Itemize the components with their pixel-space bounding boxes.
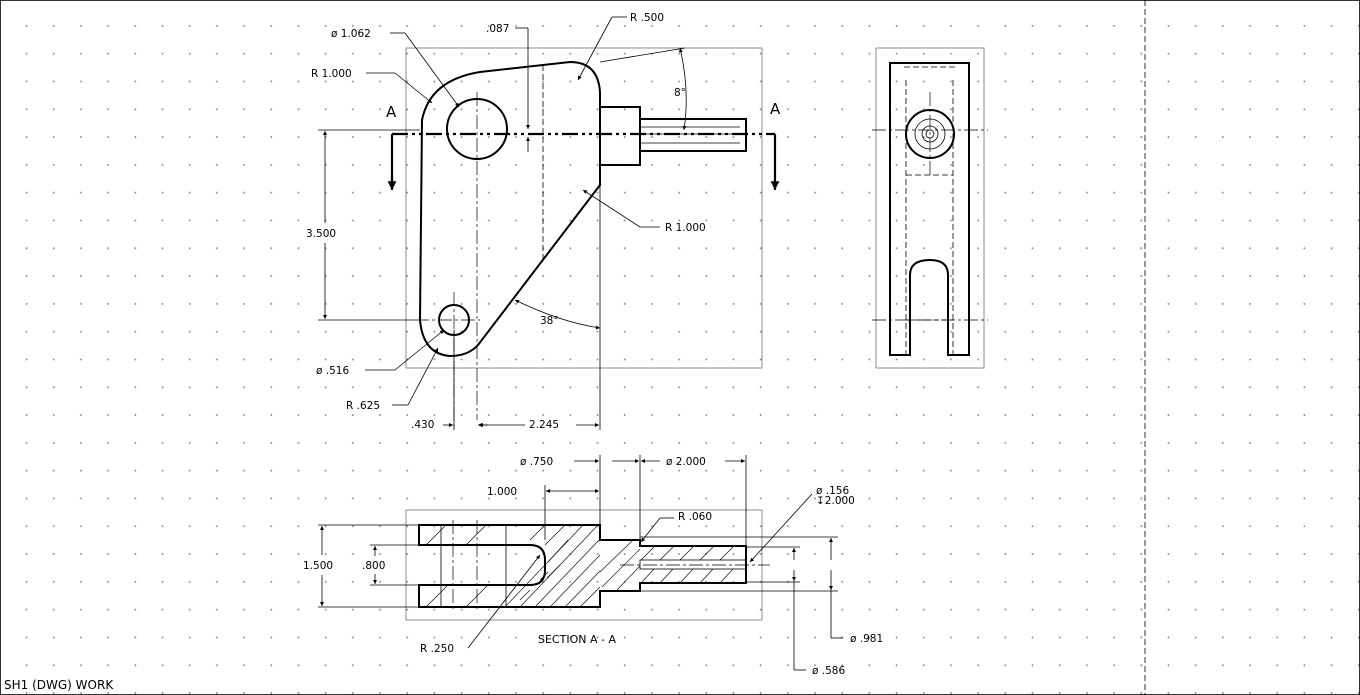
dim-087: .087 xyxy=(486,23,509,35)
dim-dia-750: ø .750 xyxy=(520,456,553,468)
dim-r-250: R .250 xyxy=(420,643,454,655)
dim-430: .430 xyxy=(411,419,434,431)
side-view-outline xyxy=(889,62,970,356)
dim-r-1000-top: R 1.000 xyxy=(311,68,352,80)
section-hatching xyxy=(425,524,735,608)
side-view[interactable] xyxy=(872,47,988,369)
bore xyxy=(639,559,747,570)
front-view[interactable]: A A 3.500 ø 1.062 R 1.000 .087 R .500 8° xyxy=(306,12,781,431)
shaft-hub xyxy=(599,106,641,166)
section-title: SECTION A - A xyxy=(538,633,616,646)
dim-1000: 1.000 xyxy=(487,486,517,498)
dim-dia-1062: ø 1.062 xyxy=(331,28,371,40)
side-view-box xyxy=(875,47,985,369)
dim-r-625: R .625 xyxy=(346,400,380,412)
dim-r-1000-right: R 1.000 xyxy=(665,222,706,234)
dim-dia-516: ø .516 xyxy=(316,365,349,377)
status-bar: SH1 (DWG) WORK xyxy=(4,678,114,692)
dim-angle-8: 8° xyxy=(674,87,686,99)
dim-dia-156: ø .156 xyxy=(816,485,849,497)
dim-r-060: R .060 xyxy=(678,511,712,523)
dim-1500: 1.500 xyxy=(303,560,333,572)
dim-2245: 2.245 xyxy=(529,419,559,431)
dim-dia-981: ø .981 xyxy=(850,633,883,645)
dim-depth-2000: ↧2.000 xyxy=(816,495,855,507)
dim-r-500: R .500 xyxy=(630,12,664,24)
dim-800: .800 xyxy=(362,560,385,572)
dim-3500: 3.500 xyxy=(306,228,336,240)
dim-dia-2000: ø 2.000 xyxy=(666,456,706,468)
front-view-outline xyxy=(418,60,601,358)
section-mark-right: A xyxy=(770,100,781,118)
front-view-box xyxy=(405,47,763,369)
dim-angle-38: 38° xyxy=(540,315,559,327)
section-body xyxy=(418,524,747,608)
section-mark-left: A xyxy=(386,103,397,121)
section-view[interactable]: 1.500 .800 1.000 ø .750 ø 2.000 ø .156 ↧… xyxy=(303,455,883,677)
dim-dia-586: ø .586 xyxy=(812,665,845,677)
